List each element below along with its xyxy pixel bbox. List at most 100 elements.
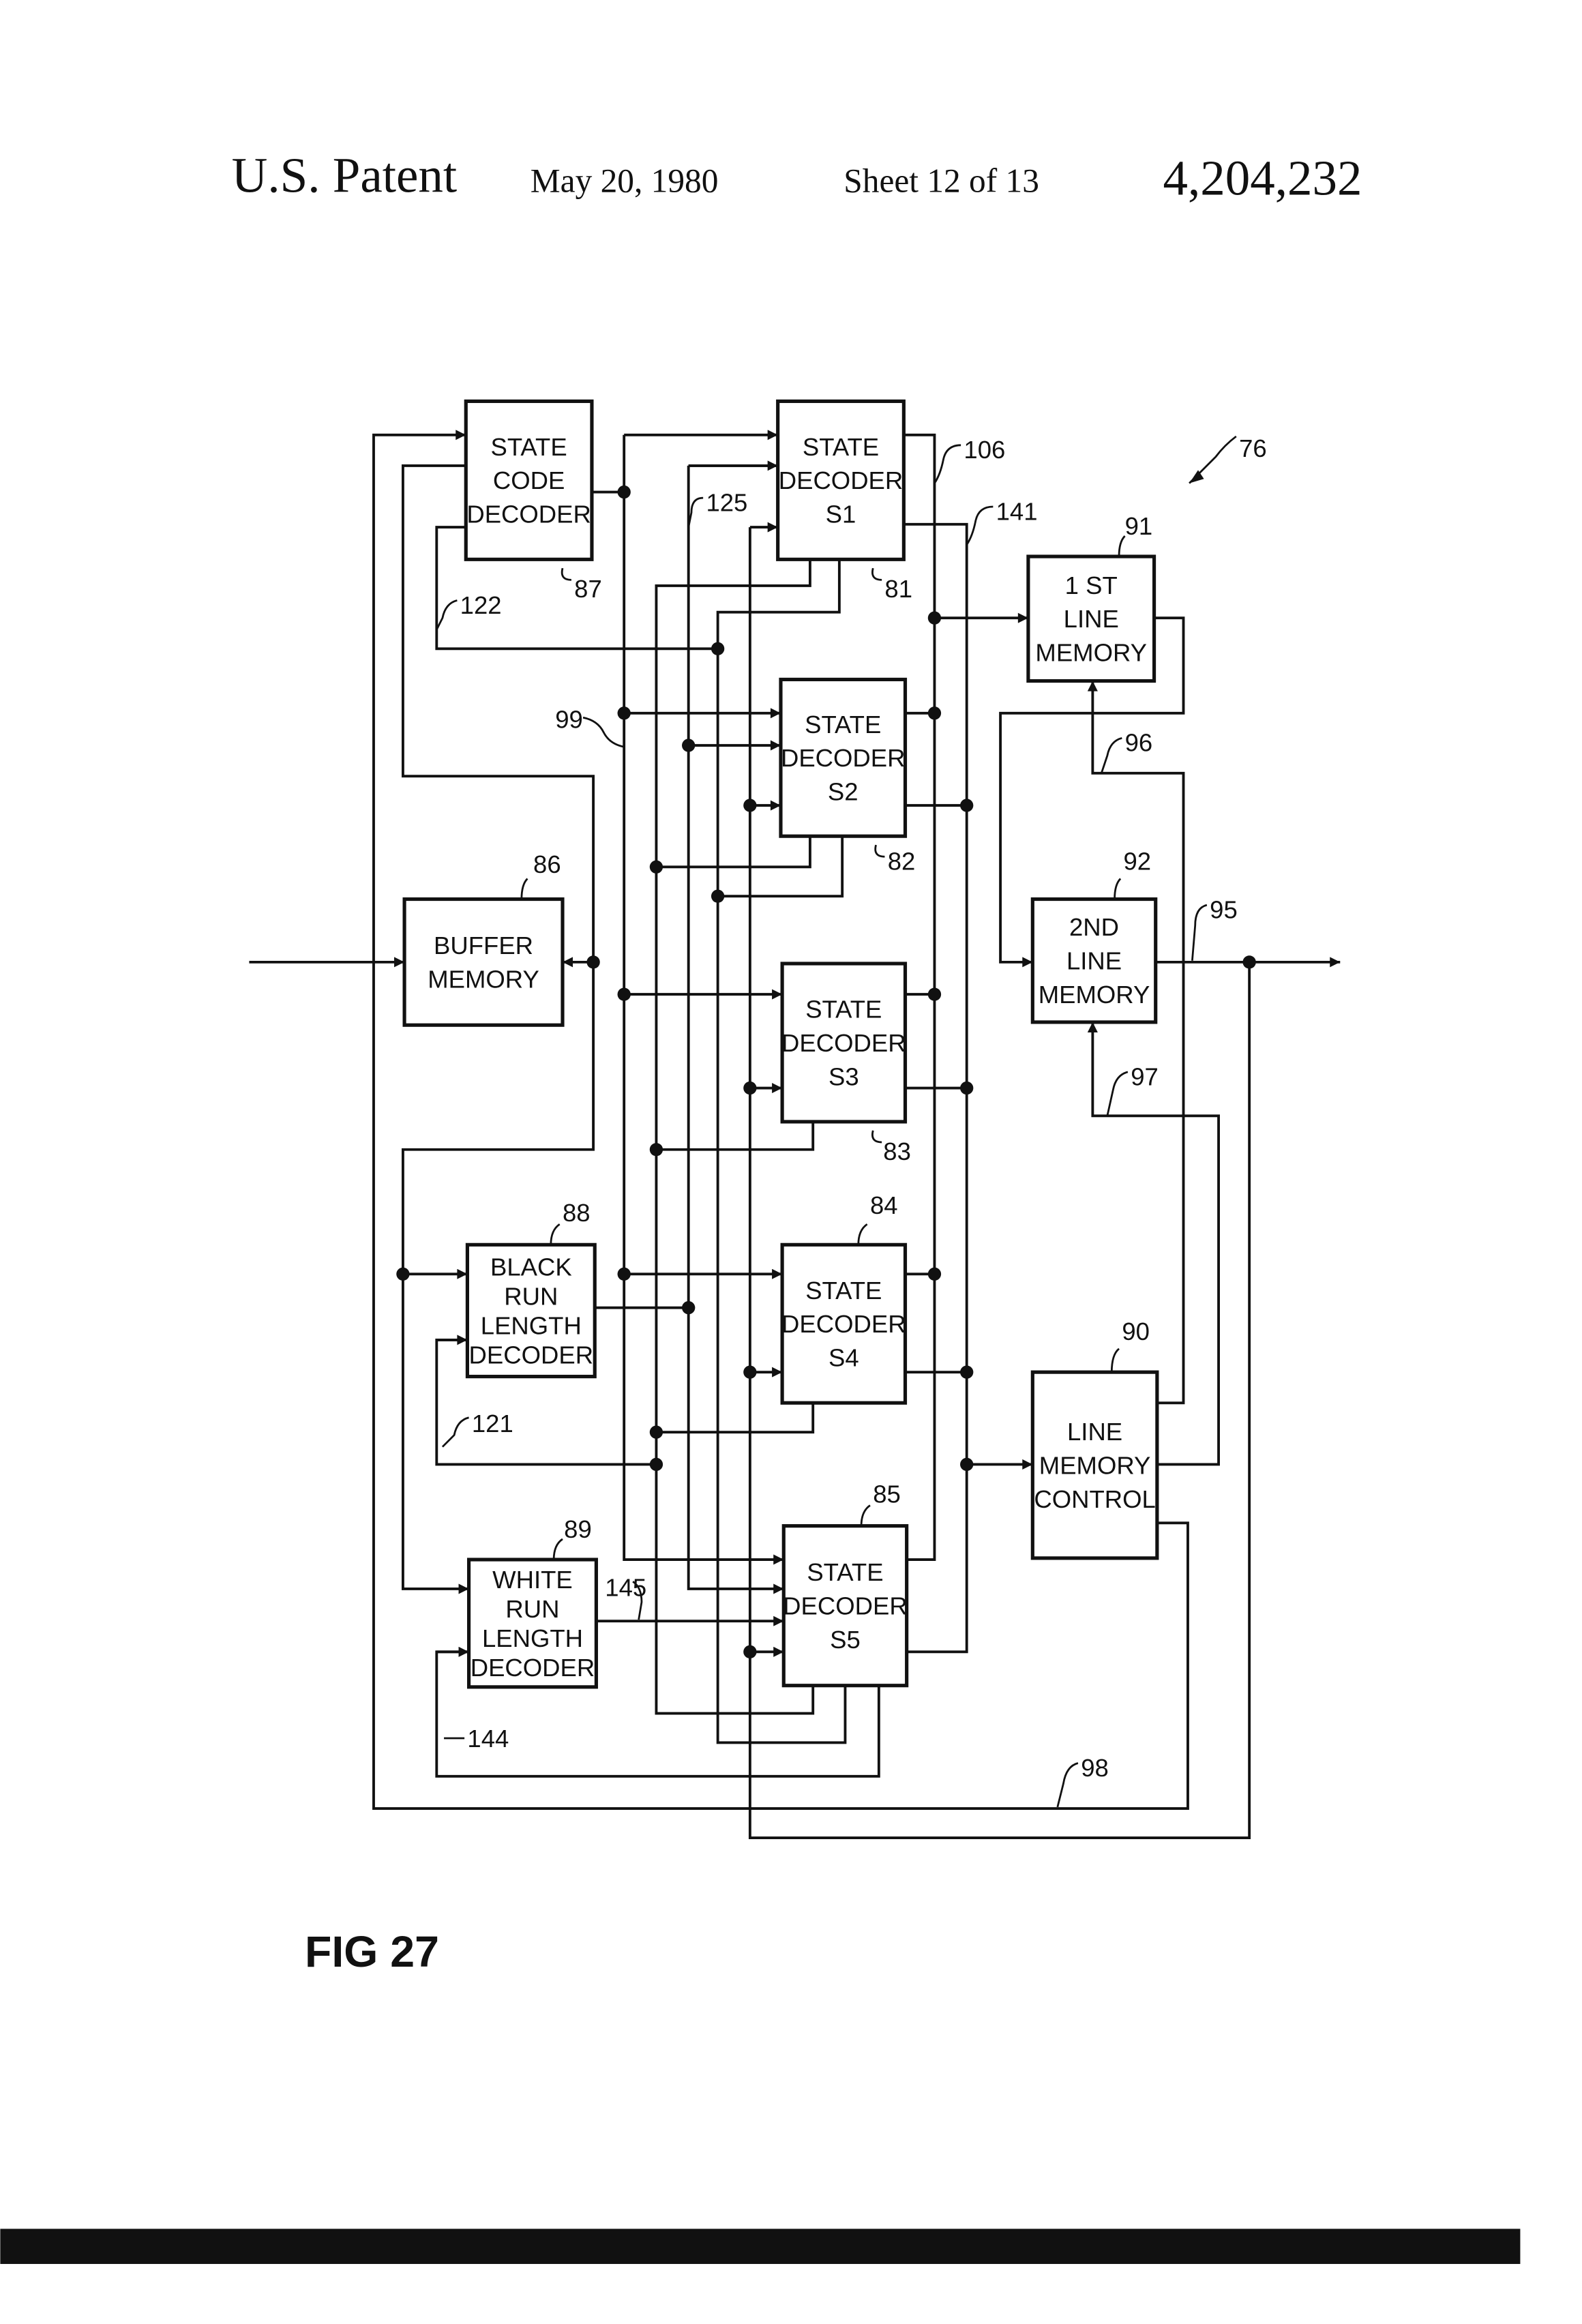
block-label-line: LINE [1064,605,1119,633]
block-reference-numeral: 87 [574,575,602,603]
reference-leader [562,568,571,580]
junction-dot [650,861,663,874]
junction-dot [618,1268,631,1281]
junction-dot [928,1268,941,1281]
signal-reference-96: 96 [1125,729,1153,757]
block-reference-numeral: 84 [870,1191,898,1219]
block-label-line: S4 [829,1344,859,1372]
sheet-number: Sheet 12 of 13 [844,162,1039,199]
block-reference-numeral: 89 [564,1515,592,1543]
reference-leader [872,1131,882,1142]
junction-dot [960,1082,973,1094]
signal-leader-97 [1107,1072,1128,1116]
block-outline [404,899,563,1026]
signal-arrow [1092,681,1183,1403]
junction-dot [743,799,756,811]
patent-date: May 20, 1980 [531,162,719,199]
state-code-decoder-block: STATECODEDECODER87 [466,401,602,603]
reference-leader [872,568,882,580]
block-label-line: RUN [505,1595,559,1623]
block-label-line: MEMORY [428,965,539,993]
block-reference-numeral: 88 [563,1199,591,1227]
line-memory-control-block: LINEMEMORYCONTROL90 [1032,1317,1157,1558]
junction-dot [650,1143,663,1156]
state-decoder-s4-block: STATEDECODERS484 [781,1191,906,1403]
junction-dot [711,890,724,903]
patent-title: U.S. Patent [232,147,458,203]
junction-dot [618,987,631,1000]
junction-dot [960,1458,973,1471]
patent-number: 4,204,232 [1163,151,1362,206]
block-label-line: STATE [805,711,881,739]
reference-leader [876,845,885,856]
block-label-line: S2 [828,778,859,806]
signal-leader-98 [1058,1763,1078,1807]
junction-dot [743,1645,756,1658]
block-reference-numeral: 83 [883,1137,911,1165]
block-label-line: CODE [493,466,565,494]
junction-dot [586,955,599,968]
signal-leader-106 [934,445,961,483]
junction-dot [618,486,631,498]
reference-leader [1115,878,1121,899]
block-reference-numeral: 81 [884,575,912,603]
signal-wire [656,836,809,867]
signal-reference-122: 122 [460,591,502,619]
signal-reference-95: 95 [1210,895,1238,923]
block-label-line: 1 ST [1065,571,1118,599]
block-reference-numeral: 86 [533,850,561,878]
reference-leader [522,878,528,899]
block-label-line: WHITE [492,1566,573,1594]
signal-reference-141: 141 [996,497,1038,525]
signal-reference-121: 121 [472,1410,513,1437]
block-reference-numeral: 82 [888,848,916,876]
block-label-line: S1 [826,501,856,528]
block-label-line: MEMORY [1039,1451,1151,1479]
blocks: STATECODEDECODER87BUFFERMEMORY86BLACKRUN… [404,401,1157,1686]
signal-arrow [624,435,783,1560]
block-label-line: LENGTH [482,1624,583,1652]
signal-leader-121 [443,1418,469,1447]
block-label-line: DECODER [471,1654,595,1682]
junction-dot [650,1458,663,1471]
signal-leader-96 [1101,738,1122,773]
reference-leader [1119,536,1125,556]
buffer-memory-block: BUFFER MEMORY 86 [404,850,563,1025]
state-decoder-s3-block: STATEDECODERS383 [781,964,911,1165]
scan-border-bar [0,2229,1520,2264]
block-label-line: DECODER [781,1029,906,1057]
reference-leader [1111,1349,1119,1372]
first-line-memory-block: 1 STLINEMEMORY91 [1028,512,1154,681]
block-label-line: DECODER [781,744,906,772]
state-decoder-s1-block: STATEDECODERS181 [778,401,912,603]
block-label-line: BLACK [490,1253,572,1281]
junction-dot [711,642,724,655]
block-label-line: 2ND [1069,913,1119,941]
junction-dot [396,1268,409,1281]
signal-leader-95 [1192,905,1206,961]
junction-dot [928,612,941,625]
signal-leader-99 [583,717,624,747]
block-label-line: LINE [1066,947,1122,975]
reference-leader [861,1506,870,1526]
white-run-length-decoder-block: WHITERUNLENGTHDECODER 89 [469,1515,597,1687]
state-decoder-s5-block: STATEDECODERS585 [783,1480,908,1685]
junction-dot [743,1082,756,1094]
junction-dot [960,1365,973,1378]
block-reference-numeral: 90 [1122,1317,1150,1345]
reference-leader [859,1224,867,1245]
block-reference-numeral: 85 [873,1480,901,1508]
second-line-memory-block: 2NDLINEMEMORY92 [1032,848,1155,1022]
signal-leader-122 [436,600,457,629]
block-label-line: RUN [504,1282,558,1310]
reference-leader [554,1539,563,1560]
junction-dot [928,706,941,719]
block-reference-numeral: 92 [1123,848,1151,876]
block-label-line: CONTROL [1034,1485,1155,1513]
signal-reference-125: 125 [706,488,747,516]
block-label-line: DECODER [783,1592,908,1620]
block-label-line: MEMORY [1035,639,1147,667]
block-label-line: STATE [805,1277,882,1305]
block-label-line: BUFFER [434,932,533,959]
signal-leader-125 [689,498,703,527]
